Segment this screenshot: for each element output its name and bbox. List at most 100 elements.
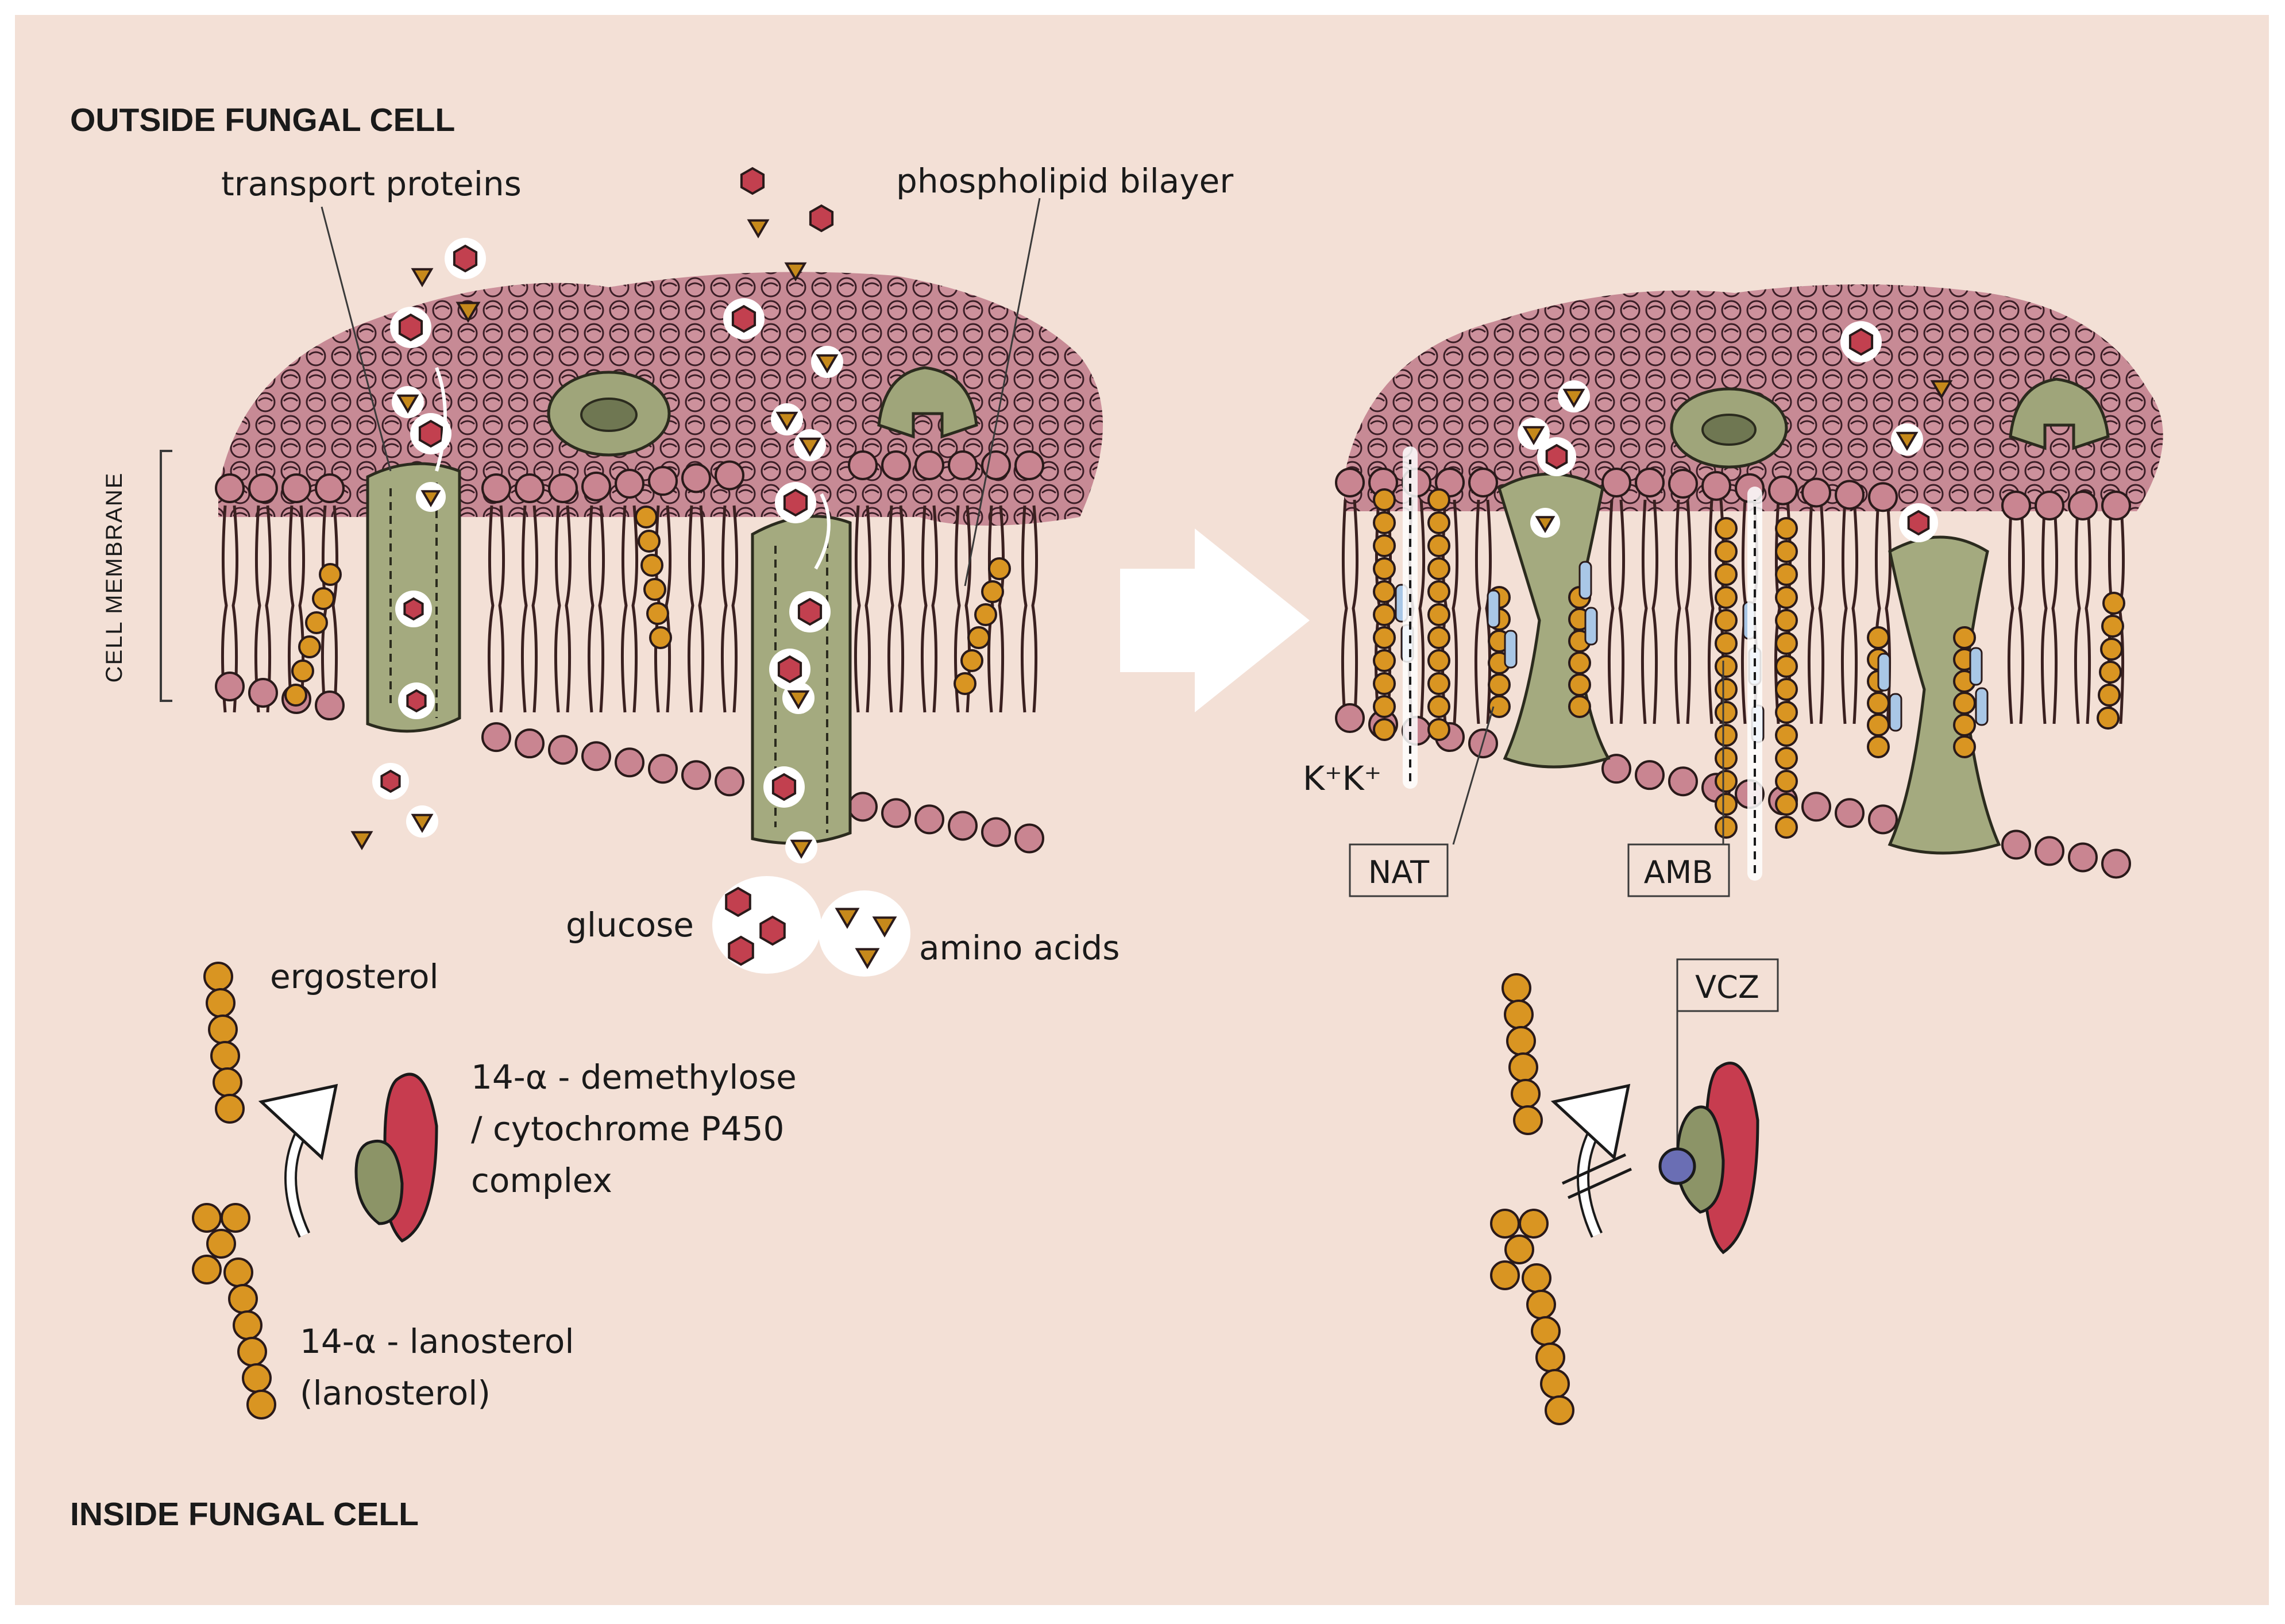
vcz-label: VCZ xyxy=(1695,969,1759,1005)
left-lipid-heads-bottom xyxy=(215,672,1044,854)
glucose-molecule xyxy=(731,304,756,333)
lipid-tail xyxy=(698,505,705,713)
ergosterol-unit xyxy=(1715,770,1738,793)
vcz-molecule xyxy=(1658,1147,1696,1185)
inside-heading: INSIDE FUNGAL CELL xyxy=(70,1496,419,1533)
lipid-tail xyxy=(1607,499,1615,724)
lipid-head xyxy=(1801,477,1831,508)
glucose-molecule xyxy=(740,167,765,195)
ergosterol-unit xyxy=(1715,747,1738,770)
ergosterol-unit xyxy=(1715,632,1738,655)
ergosterol-unit xyxy=(192,1255,222,1284)
polyene-drug-molecule xyxy=(1584,607,1598,646)
membrane-right xyxy=(1335,284,2163,881)
lipid-tail xyxy=(1341,499,1348,724)
ergosterol-unit xyxy=(1513,1105,1543,1135)
lipid-tail xyxy=(265,505,272,713)
ergosterol-unit xyxy=(1775,563,1798,586)
lipid-head xyxy=(615,747,644,778)
lipid-head xyxy=(615,469,644,499)
lipid-head xyxy=(648,466,678,496)
ergosterol-unit xyxy=(988,557,1011,580)
polyene-drug-molecule xyxy=(1877,653,1891,692)
transition-arrow xyxy=(1120,529,1310,712)
ergosterol-unit xyxy=(1504,1000,1534,1029)
glucose-molecule xyxy=(759,915,786,946)
amino-acid-molecule xyxy=(1896,431,1919,451)
ergosterol-unit xyxy=(1490,1260,1520,1290)
lipid-head xyxy=(2035,491,2064,520)
ergosterol-unit xyxy=(649,626,672,649)
ergosterol-unit xyxy=(1953,735,1976,758)
ergosterol-unit xyxy=(635,506,658,529)
ergosterol-unit xyxy=(246,1390,276,1419)
lipid-tail xyxy=(1774,499,1781,724)
lipid-tail xyxy=(487,505,495,713)
lipid-tail xyxy=(1020,505,1028,713)
ergosterol-unit xyxy=(2102,592,2125,615)
lipid-head xyxy=(1335,468,1365,497)
lipid-head xyxy=(481,722,511,753)
glucose-molecule xyxy=(783,488,808,517)
lipid-head xyxy=(248,678,278,708)
lanosterol-molecule-right xyxy=(1490,1209,1574,1425)
lipid-head xyxy=(1601,754,1631,784)
channel-protein-top-view-right-1 xyxy=(1670,387,1788,469)
glucose-molecule xyxy=(809,204,834,233)
glucose-molecule xyxy=(398,313,423,342)
lipid-tail xyxy=(1707,499,1715,724)
lipid-head xyxy=(1635,468,1665,497)
phospholipid-bilayer-label: phospholipid bilayer xyxy=(896,161,1233,200)
ergosterol-unit xyxy=(1373,488,1396,511)
lipid-tail xyxy=(2085,499,2092,724)
amino-acid-molecule xyxy=(747,219,770,238)
polyene-drug-molecule xyxy=(1504,630,1518,669)
lipid-head xyxy=(1014,450,1044,480)
ergosterol-unit xyxy=(1953,692,1976,715)
amino-acid-molecule xyxy=(784,262,807,281)
lipid-tail xyxy=(254,505,261,713)
lipid-head xyxy=(2001,830,2031,860)
amino-acid-molecule xyxy=(790,839,813,859)
ergosterol-unit xyxy=(1502,973,1531,1003)
lipid-tail xyxy=(331,505,339,713)
lipid-head xyxy=(281,473,311,503)
ergosterol-unit xyxy=(319,563,342,586)
conversion-arrow-right-head xyxy=(1550,1083,1631,1160)
ergosterol-unit xyxy=(298,635,321,658)
amino-acid-molecule xyxy=(855,948,880,969)
glucose-molecule xyxy=(380,769,401,793)
lipid-tail xyxy=(1685,499,1692,724)
ergosterol-unit xyxy=(1373,557,1396,580)
ergosterol-unit xyxy=(1427,534,1450,557)
ergosterol-unit xyxy=(1867,692,1890,715)
amino-acid-molecule xyxy=(1522,426,1545,445)
ergosterol-unit xyxy=(1775,609,1798,632)
ergosterol-unit xyxy=(312,587,335,610)
nutrient-molecules-left xyxy=(350,167,843,863)
lipid-tail xyxy=(620,505,628,713)
lipid-tail xyxy=(964,505,972,713)
lipid-head xyxy=(1868,482,1898,512)
glucose-label: glucose xyxy=(566,905,694,944)
ergosterol-unit xyxy=(1427,718,1450,741)
amino-acid-molecule xyxy=(835,908,860,929)
lipid-tail xyxy=(1674,499,1681,724)
lipid-head xyxy=(1868,804,1898,835)
ergosterol-unit xyxy=(1867,713,1890,736)
lipid-head xyxy=(715,766,744,797)
lipid-tail xyxy=(720,505,728,713)
polyene-drug-molecule xyxy=(1969,647,1983,686)
ergosterol-unit xyxy=(1775,540,1798,563)
lipid-head xyxy=(881,798,911,828)
lipid-tail xyxy=(2074,499,2081,724)
lipid-head xyxy=(948,450,978,480)
lipid-head xyxy=(2001,491,2031,520)
ergosterol-unit xyxy=(1427,626,1450,649)
ergosterol-unit xyxy=(1545,1395,1574,1425)
ergosterol-unit xyxy=(228,1284,258,1314)
ergosterol-unit xyxy=(1775,724,1798,747)
transport-proteins-label: transport proteins xyxy=(221,164,522,203)
